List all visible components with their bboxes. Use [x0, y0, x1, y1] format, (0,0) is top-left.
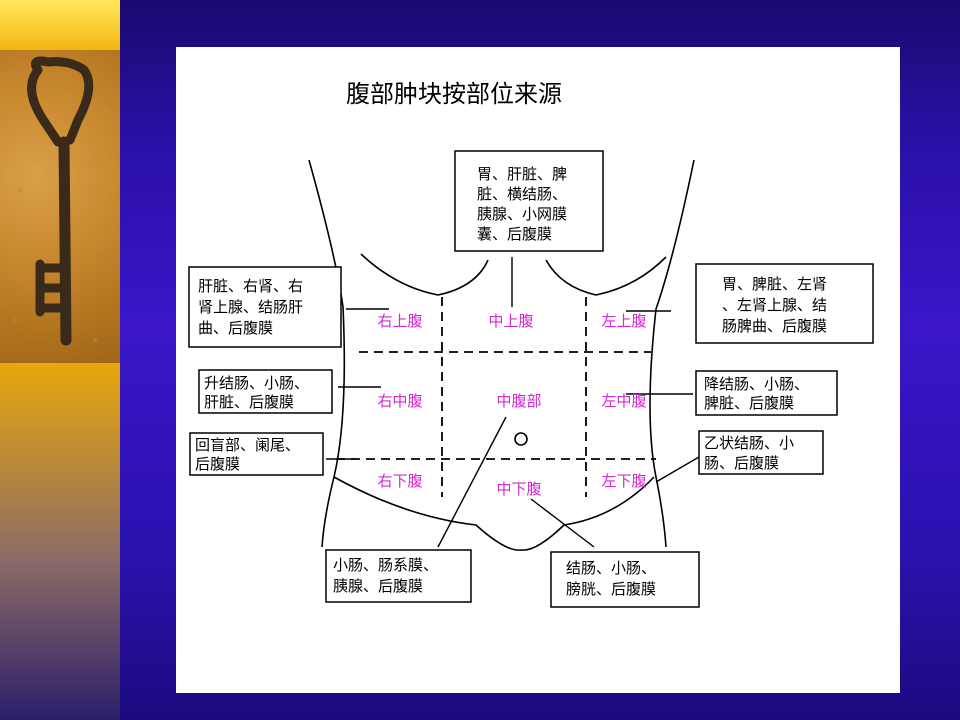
- region-right-lower: 右下腹: [377, 472, 422, 490]
- region-grid: [336, 297, 656, 497]
- source-boxes: [188, 150, 874, 608]
- region-right-mid: 右中腹: [377, 392, 422, 410]
- right-body-contour: [308, 159, 346, 548]
- box-bottom-right-line-1: 结肠、小肠、: [566, 559, 656, 577]
- key-icon: [13, 56, 108, 346]
- decorative-left-strip: [0, 0, 120, 720]
- box-right-lower-text: 回盲部、阑尾、 后腹膜: [195, 436, 305, 473]
- abdominal-mass-diagram: 腹部肿块按部位来源: [188, 80, 874, 608]
- box-left-mid-text: 降结肠、小肠、 脾脏、后腹膜: [704, 375, 814, 412]
- box-left-mid-line-2: 脾脏、后腹膜: [704, 394, 794, 412]
- box-bottom-left-line-1: 小肠、肠系膜、: [333, 556, 438, 574]
- box-left-lower-line-1: 乙状结肠、小: [704, 434, 794, 452]
- left-body-contour: [649, 159, 695, 548]
- box-right-upper-line-2: 肾上腺、结肠肝: [198, 298, 303, 316]
- box-right-mid-line-1: 升结肠、小肠、: [204, 374, 309, 392]
- box-left-upper-line-2: 、左肾上腺、结: [722, 296, 827, 314]
- box-top-center-line-1: 胃、肝脏、脾: [477, 165, 567, 183]
- region-left-lower: 左下腹: [601, 472, 646, 490]
- leader-lines: [326, 257, 700, 548]
- box-left-mid-line-1: 降结肠、小肠、: [704, 375, 809, 393]
- region-left-mid: 左中腹: [601, 392, 646, 410]
- slide-content-panel: 腹部肿块按部位来源: [176, 47, 900, 693]
- box-left-lower-line-2: 肠、后腹膜: [704, 454, 779, 472]
- box-top-center-line-3: 胰腺、小网膜: [477, 205, 567, 223]
- box-bottom-left-text: 小肠、肠系膜、 胰腺、后腹膜: [333, 556, 443, 595]
- box-right-upper-line-3: 曲、后腹膜: [198, 319, 273, 337]
- region-mid-upper: 中上腹: [488, 312, 533, 330]
- torso-outline: [308, 159, 695, 551]
- navel: [514, 432, 528, 446]
- region-right-upper: 右上腹: [377, 312, 422, 330]
- region-left-upper: 左上腹: [601, 312, 646, 330]
- box-left-upper-line-3: 肠脾曲、后腹膜: [722, 317, 827, 335]
- box-top-center-line-4: 囊、后腹膜: [477, 225, 552, 243]
- box-top-center-line-2: 脏、横结肠、: [477, 185, 567, 203]
- diagram-title: 腹部肿块按部位来源: [346, 80, 562, 108]
- box-left-upper-line-1: 胃、脾脏、左肾: [722, 275, 827, 293]
- box-left-lower-text: 乙状结肠、小 肠、后腹膜: [704, 434, 799, 472]
- box-bottom-left-line-2: 胰腺、后腹膜: [333, 577, 423, 595]
- box-bottom-right-text: 结肠、小肠、 膀胱、后腹膜: [566, 559, 661, 598]
- box-right-upper-text: 肝脏、右肾、右 肾上腺、结肠肝 曲、后腹膜: [198, 277, 308, 337]
- left-rib-margin: [545, 256, 667, 296]
- box-left-upper-text: 胃、脾脏、左肾 、左肾上腺、结 肠脾曲、后腹膜: [722, 275, 832, 335]
- box-right-upper-line-1: 肝脏、右肾、右: [198, 277, 303, 295]
- box-top-center-text: 胃、肝脏、脾 脏、横结肠、 胰腺、小网膜 囊、后腹膜: [477, 165, 572, 243]
- box-right-mid-line-2: 肝脏、后腹膜: [204, 393, 294, 411]
- right-rib-margin: [360, 253, 489, 296]
- antique-key-image: [0, 50, 120, 363]
- region-mid-lower: 中下腹: [496, 480, 541, 498]
- box-bottom-right-line-2: 膀胱、后腹膜: [566, 580, 656, 598]
- inguinal-line: [333, 476, 655, 551]
- region-mid-mid: 中腹部: [496, 392, 541, 410]
- box-right-lower-line-1: 回盲部、阑尾、: [195, 436, 300, 454]
- box-right-mid-text: 升结肠、小肠、 肝脏、后腹膜: [204, 374, 314, 411]
- strip-gloss: [0, 0, 120, 50]
- box-right-lower-line-2: 后腹膜: [195, 455, 240, 473]
